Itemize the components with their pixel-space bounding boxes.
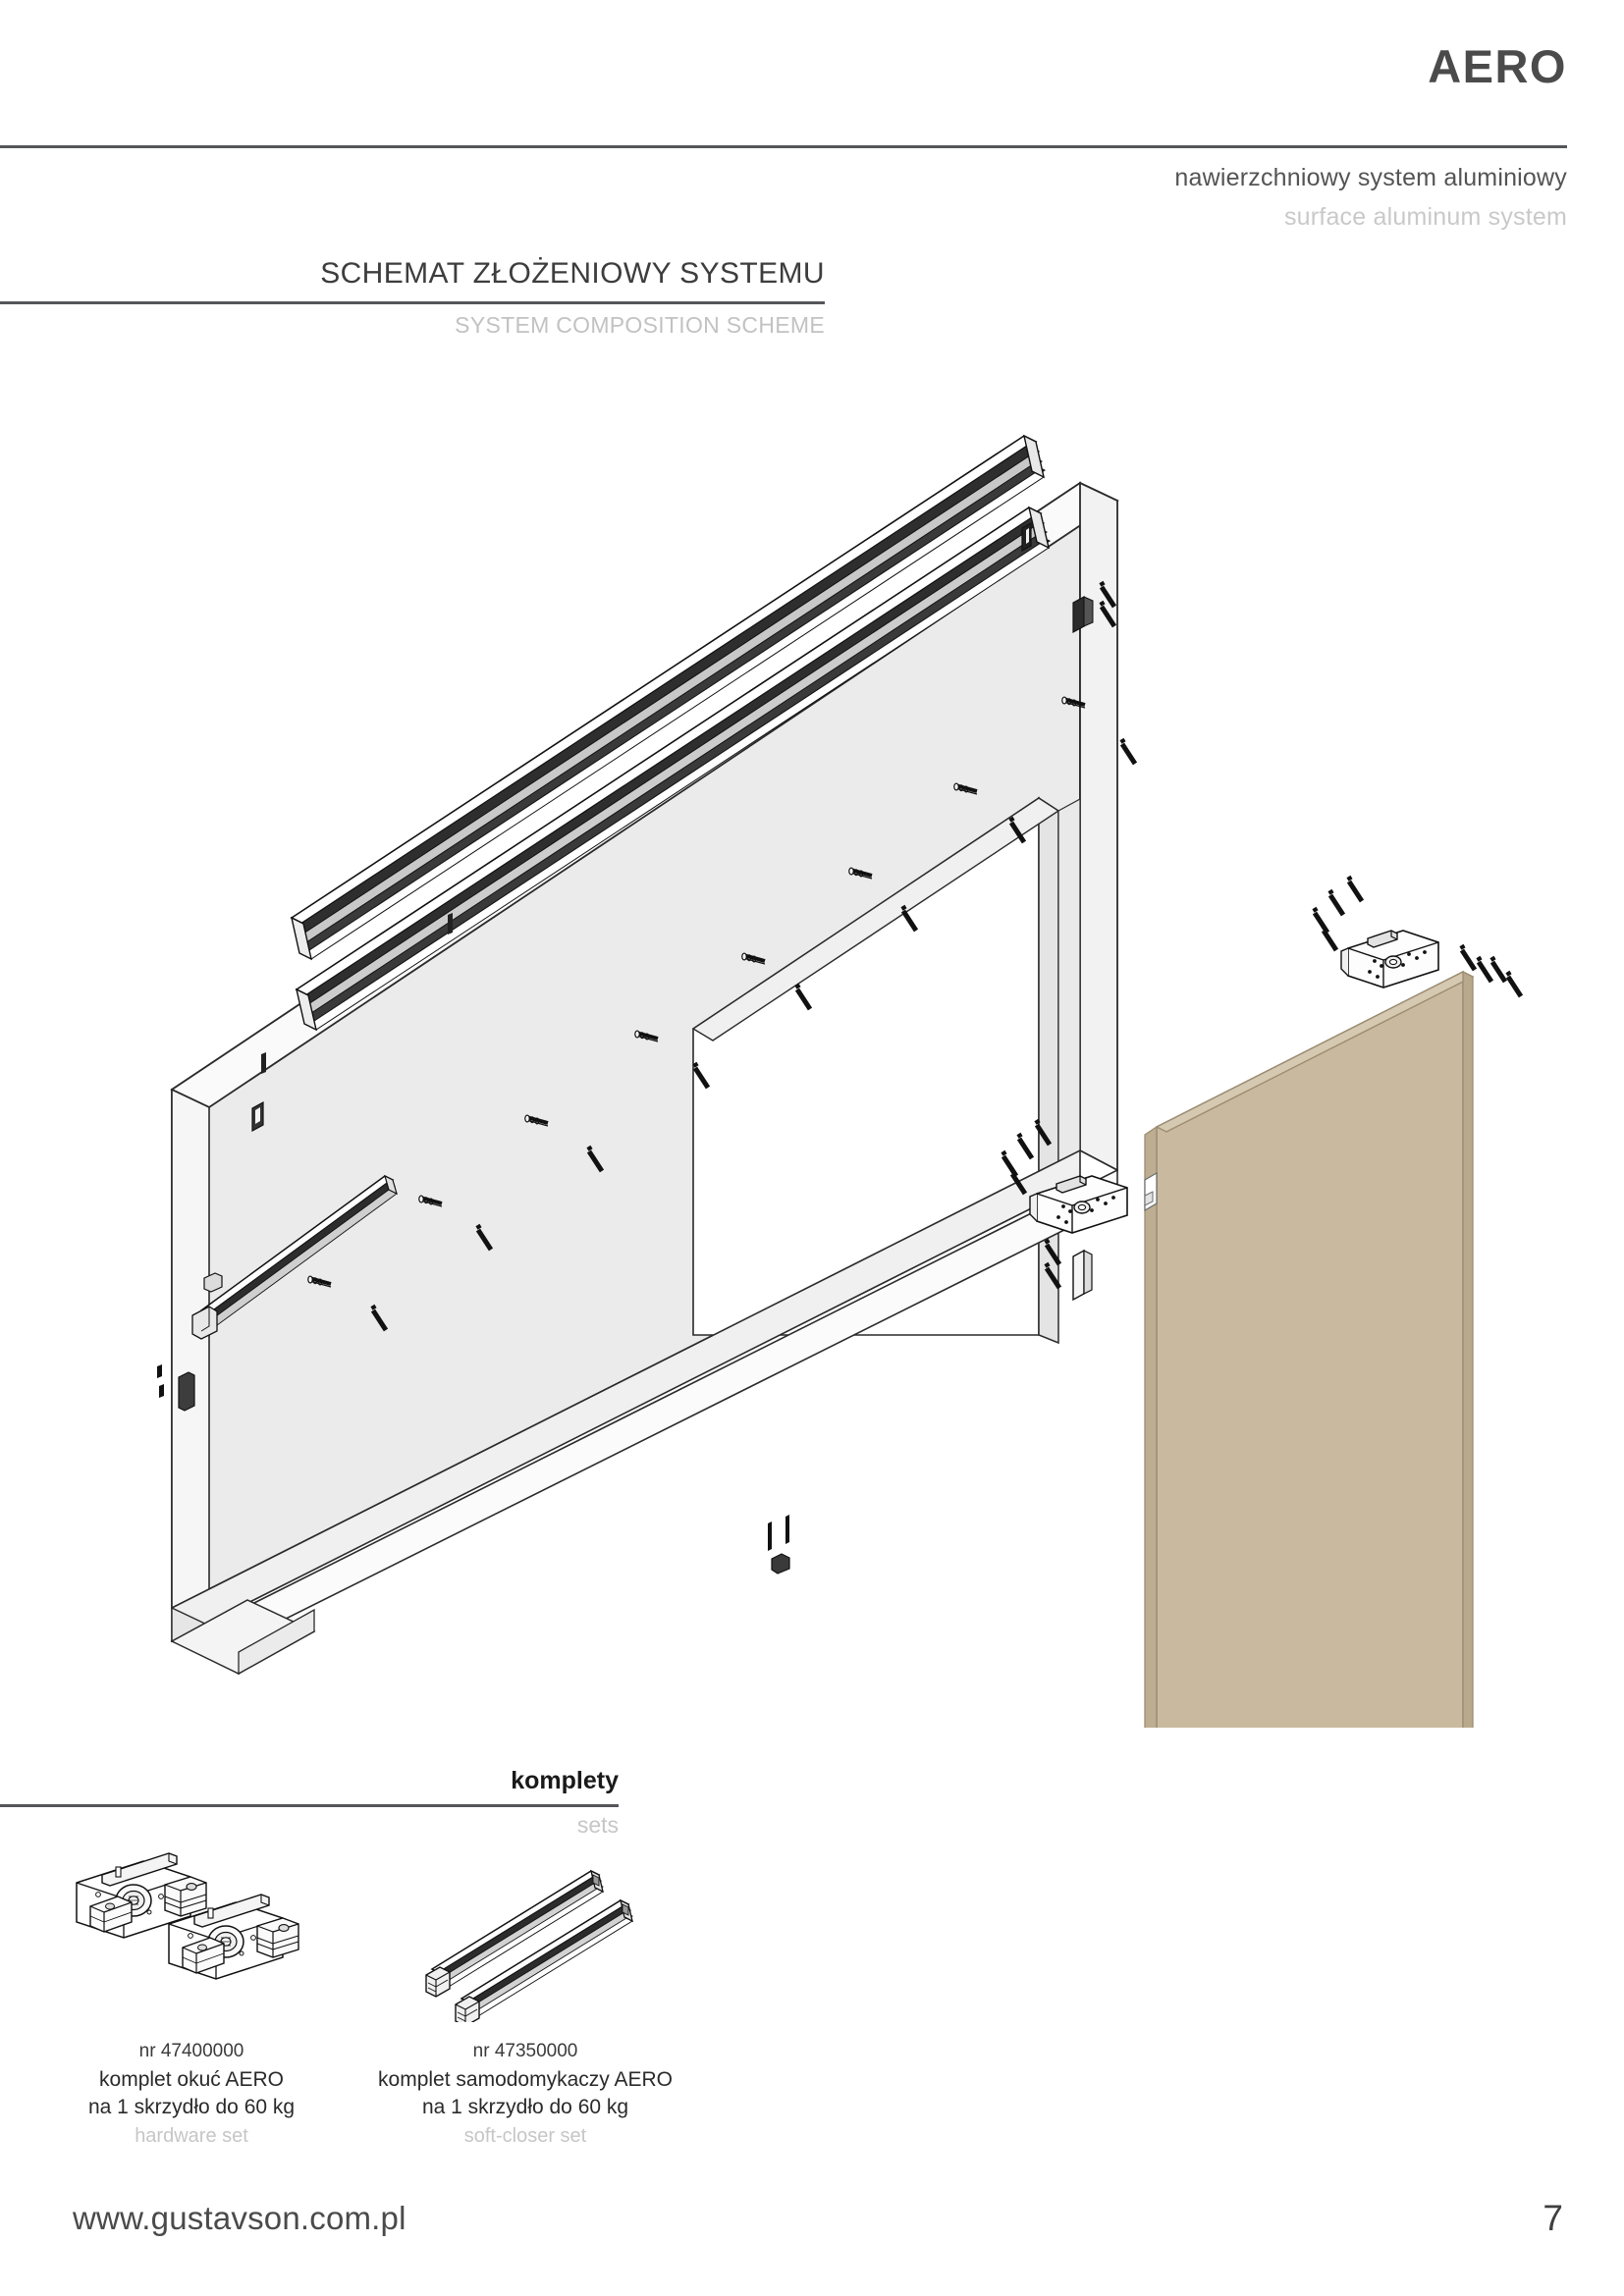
soft-closer-bar-part xyxy=(157,1174,398,1412)
product-code: nr 47400000 xyxy=(138,2041,244,2061)
header-subtitle-en: surface aluminum system xyxy=(1283,203,1567,231)
sets-title-pl: komplety xyxy=(511,1767,619,1794)
section-title-en: SYSTEM COMPOSITION SCHEME xyxy=(455,312,825,338)
product-name-en: hardware set xyxy=(135,2125,248,2148)
sets-divider xyxy=(0,1804,619,1807)
product-name-en: soft-closer set xyxy=(463,2125,587,2148)
product-caption: nr 47400000 komplet okuć AERO na 1 skrzy… xyxy=(29,2038,353,2151)
product-card-hardware-set: nr 47400000 komplet okuć AERO na 1 skrzy… xyxy=(29,1845,353,2151)
product-name-line1: komplet samodomykaczy AERO xyxy=(378,2067,673,2091)
page-number: 7 xyxy=(1543,2198,1563,2238)
bottom-clip-part xyxy=(1046,1241,1093,1302)
wall-notch-icon xyxy=(251,521,1032,1133)
section-divider xyxy=(0,301,825,304)
product-caption: nr 47350000 komplet samodomykaczy AERO n… xyxy=(363,2038,687,2151)
sets-title-en: sets xyxy=(576,1812,619,1838)
door-leaf-part xyxy=(1144,970,1475,1728)
product-name-line1: komplet okuć AERO xyxy=(99,2067,284,2091)
product-card-soft-closer-set: nr 47350000 komplet samodomykaczy AERO n… xyxy=(363,1845,687,2151)
roller-carriage-pair-icon xyxy=(29,1845,353,2022)
header-subtitle-pl: nawierzchniowy system aluminiowy xyxy=(1174,164,1567,191)
footer-website-url[interactable]: www.gustavson.com.pl xyxy=(73,2200,406,2236)
product-name-line2: na 1 skrzydło do 60 kg xyxy=(421,2096,629,2119)
header-divider xyxy=(0,145,1567,148)
brand-title: AERO xyxy=(1428,40,1567,92)
product-name-line2: na 1 skrzydło do 60 kg xyxy=(87,2096,296,2119)
section-title-pl: SCHEMAT ZŁOŻENIOWY SYSTEMU xyxy=(320,257,825,290)
floor-guide-part xyxy=(768,1515,790,1575)
stopper-part xyxy=(1072,583,1114,634)
product-code: nr 47350000 xyxy=(472,2041,578,2061)
assembly-diagram xyxy=(0,334,1624,1728)
soft-closer-bar-pair-icon xyxy=(363,1845,687,2022)
